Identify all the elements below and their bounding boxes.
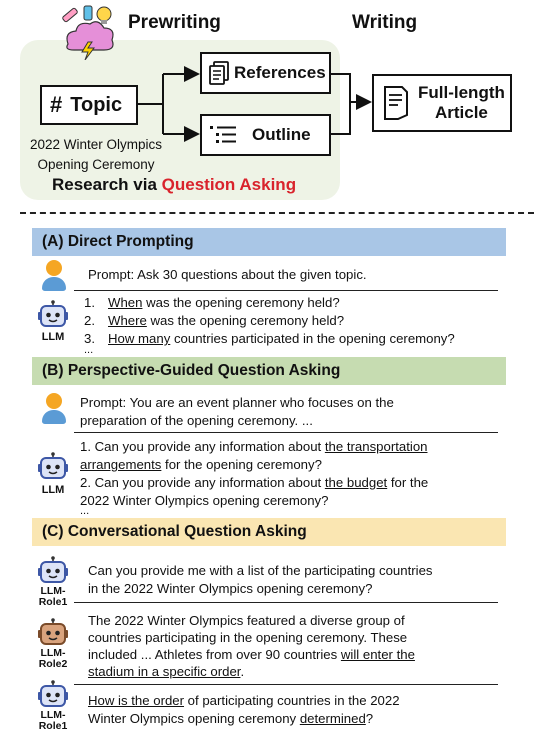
role1-label: LLM-Role1 <box>38 585 68 608</box>
robot-icon <box>38 556 68 591</box>
prewriting-label: Prewriting <box>128 12 221 33</box>
documents-icon <box>209 61 229 85</box>
article-label-line1: Full-length <box>418 83 505 102</box>
message-1-line2: in the 2022 Winter Olympics opening cere… <box>88 581 373 596</box>
robot-icon <box>38 452 68 487</box>
message-2-line4: stadium in a specific order. <box>88 664 245 679</box>
topic-example: 2022 Winter Olympics Opening Ceremony <box>22 135 170 175</box>
question-a3: 3.How many countries participated in the… <box>84 331 455 346</box>
person-icon <box>42 260 66 291</box>
section-a-header: (A) Direct Prompting <box>32 228 506 256</box>
role1-label: LLM-Role1 <box>38 709 68 732</box>
flow-connectors <box>137 66 372 142</box>
role2-label: LLM-Role2 <box>38 647 68 670</box>
section-b-prompt-line2: preparation of the opening ceremony. ... <box>80 413 313 428</box>
topic-box: # Topic <box>40 85 138 125</box>
llm-label-a: LLM <box>41 331 65 343</box>
topic-example-line2: Opening Ceremony <box>37 157 155 172</box>
topic-label: Topic <box>70 93 123 116</box>
section-a-prompt: Prompt: Ask 30 questions about the given… <box>88 267 367 282</box>
research-highlight: Question Asking <box>161 175 297 194</box>
question-a1: 1.When was the opening ceremony held? <box>84 295 340 310</box>
message-2-line1: The 2022 Winter Olympics featured a dive… <box>88 613 405 628</box>
robot-icon <box>38 300 68 335</box>
writing-label: Writing <box>352 12 418 33</box>
section-a-rule <box>74 290 498 291</box>
robot-icon <box>38 680 68 715</box>
research-prefix: Research via <box>52 175 162 194</box>
article-label-line2: Article <box>434 103 488 122</box>
message-3-line1: How is the order of participating countr… <box>88 693 400 708</box>
section-b-rule <box>74 432 498 433</box>
article-box: Full-length Article <box>372 74 512 132</box>
outline-box: Outline <box>200 114 331 156</box>
question-b2-line2: 2022 Winter Olympics opening ceremony? <box>80 493 329 508</box>
article-icon <box>384 86 408 120</box>
research-caption: Research via Question Asking <box>52 175 296 195</box>
message-2-line2: countries participating in the opening c… <box>88 630 408 645</box>
section-c-rule-2 <box>74 684 498 685</box>
references-label: References <box>234 63 326 82</box>
question-b1-line2: arrangements for the opening ceremony? <box>80 457 322 472</box>
message-1-line1: Can you provide me with a list of the pa… <box>88 563 433 578</box>
person-icon <box>42 393 66 424</box>
section-b-header: (B) Perspective-Guided Question Asking <box>32 357 506 385</box>
hash-icon: # <box>50 92 63 117</box>
question-a-ellipsis: ... <box>84 344 94 356</box>
section-c-header: (C) Conversational Question Asking <box>32 518 506 546</box>
message-3-line2: Winter Olympics opening ceremony determi… <box>88 711 374 726</box>
topic-example-line1: 2022 Winter Olympics <box>29 137 163 152</box>
question-a2: 2.Where was the opening ceremony held? <box>84 313 345 328</box>
section-divider <box>20 212 534 214</box>
message-2-line3: included ... Athletes from over 90 count… <box>88 647 415 662</box>
question-b1-line1: 1. Can you provide any information about… <box>80 439 428 454</box>
llm-label-b: LLM <box>41 484 65 496</box>
section-c-rule-1 <box>74 602 498 603</box>
question-b2-line1: 2. Can you provide any information about… <box>80 475 429 490</box>
brainstorm-icon <box>58 4 120 61</box>
references-box: References <box>200 52 331 94</box>
outline-list-icon <box>210 126 236 143</box>
question-b-ellipsis: ... <box>80 505 90 517</box>
section-b-prompt-line1: Prompt: You are an event planner who foc… <box>80 395 394 410</box>
robot-icon <box>38 618 68 653</box>
outline-label: Outline <box>252 125 311 144</box>
